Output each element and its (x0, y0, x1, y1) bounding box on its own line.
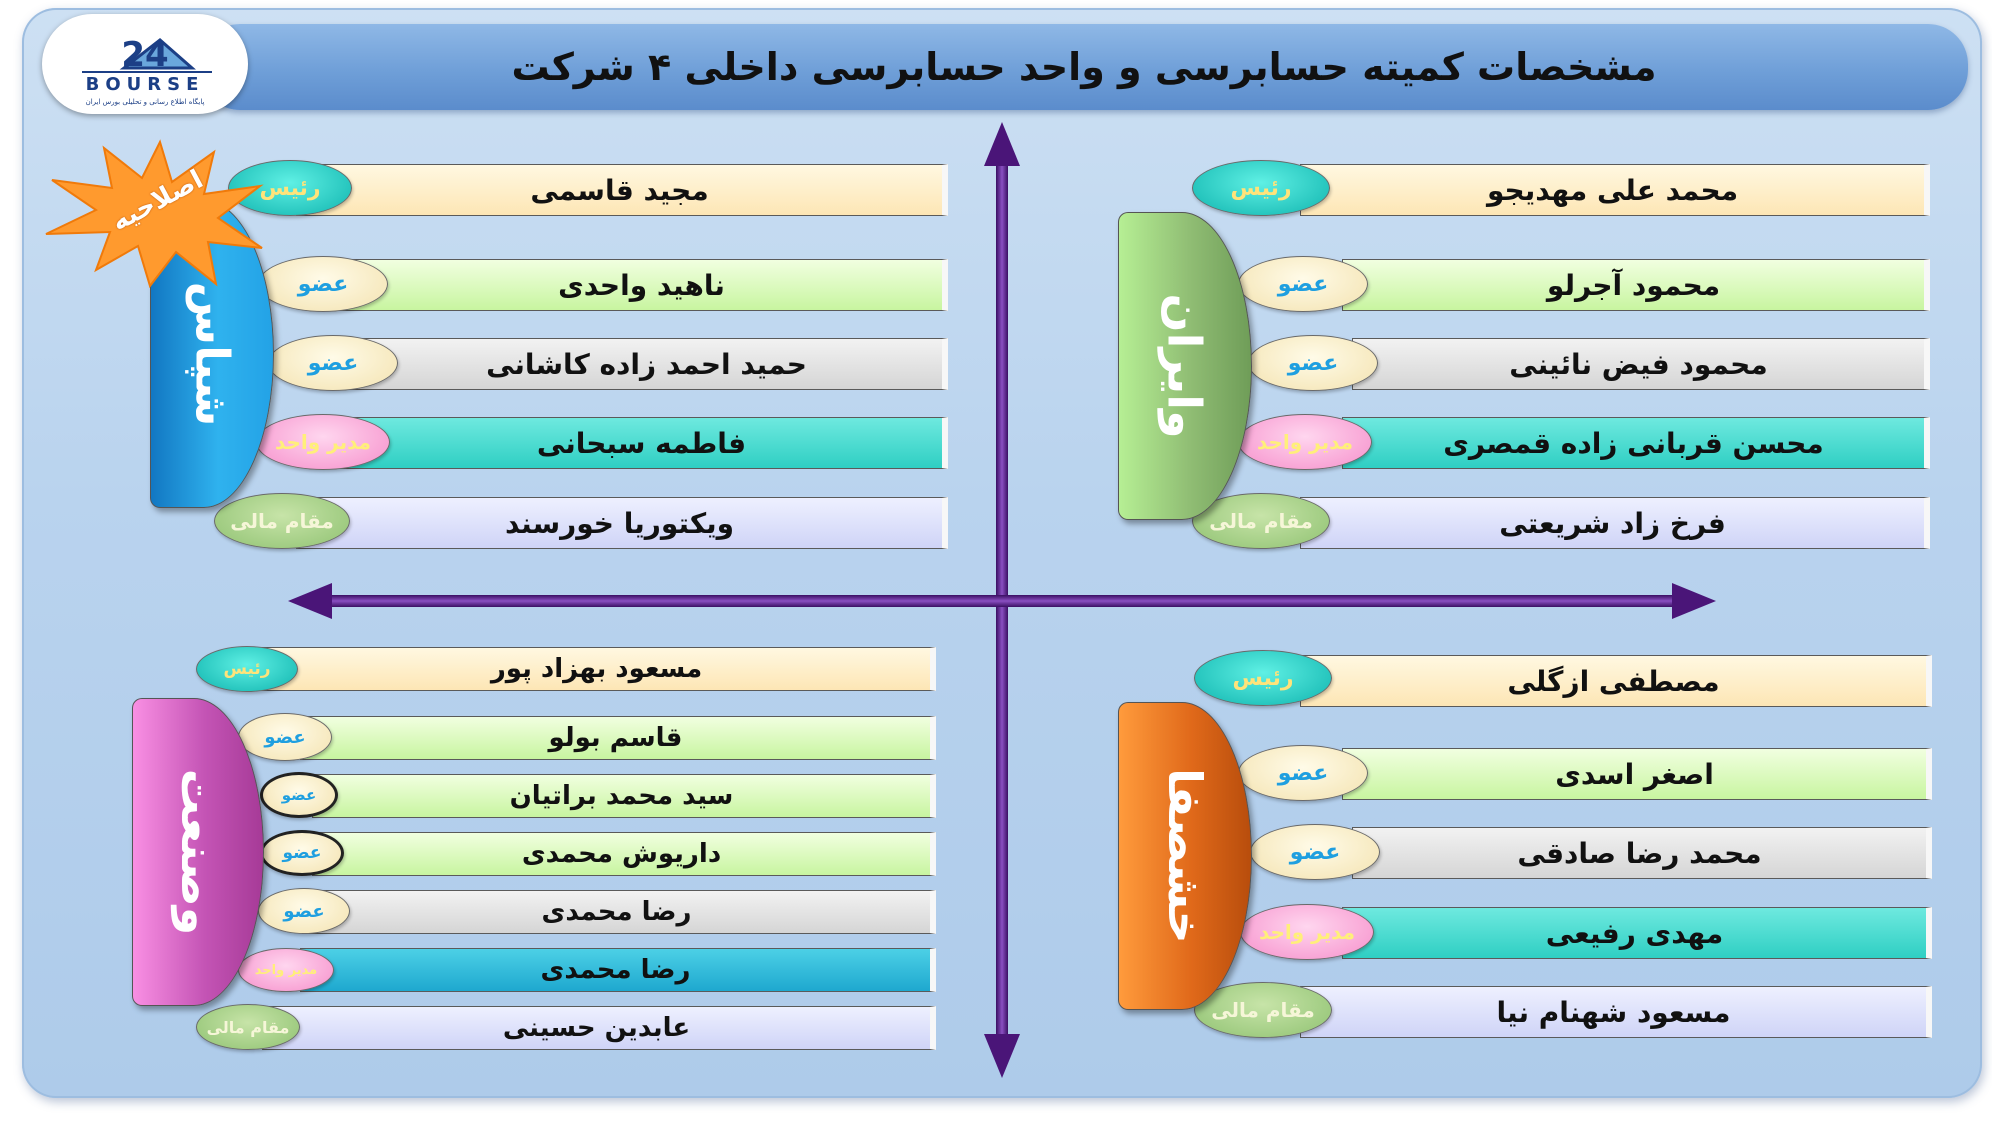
badge-member3-vsanat: عضو (260, 830, 344, 876)
row-member2-shapas: حمید احمد زاده کاشانی (350, 338, 948, 390)
row-manager-khashsafa: مهدی رفیعی (1342, 907, 1932, 959)
title-banner: مشخصات کمیته حسابرسی و واحد حسابرسی داخل… (200, 24, 1968, 110)
row-member1-khashsafa: اصغر اسدی (1342, 748, 1932, 800)
row-member1-shapas: ناهید واحدی (340, 259, 948, 311)
burst-star-icon (45, 139, 264, 289)
logo-mark-icon: 24 (82, 35, 212, 75)
badge-chair-khashsafa: رئیس (1194, 650, 1332, 706)
row-member2-vairan: محمود فیض نائینی (1352, 338, 1930, 390)
page-title: مشخصات کمیته حسابرسی و واحد حسابرسی داخل… (511, 45, 1657, 89)
company-name-vsanat: وصنعت (171, 768, 226, 936)
badge-manager-vairan: مدیر واحد (1238, 414, 1372, 470)
logo-wordmark: BOURSE (85, 74, 205, 95)
row-manager-vsanat: رضا محمدی (300, 948, 936, 992)
company-name-khashsafa: خشصفا (1158, 768, 1213, 944)
badge-member4-vsanat: عضو (258, 888, 350, 934)
company-tab-vairan[interactable]: وایران (1118, 212, 1252, 520)
row-member3-vsanat: داریوش محمدی (312, 832, 936, 876)
row-chair-shapas: مجید قاسمی (296, 164, 948, 216)
row-member2-khashsafa: محمد رضا صادقی (1352, 827, 1932, 879)
company-tab-khashsafa[interactable]: خشصفا (1118, 702, 1252, 1010)
logo-tagline: پایگاه اطلاع رسانی و تحلیلی بورس ایران (85, 98, 205, 106)
badge-cfo-shapas: مقام مالی (214, 493, 350, 549)
row-member4-vsanat: رضا محمدی (302, 890, 936, 934)
row-cfo-khashsafa: مسعود شهنام نیا (1300, 986, 1932, 1038)
amendment-burst: اصلاحیه (38, 138, 268, 289)
company-name-shapas: شپاس (185, 281, 240, 427)
badge-chair-vsanat: رئیس (196, 646, 298, 692)
bourse24-logo: 24 BOURSE پایگاه اطلاع رسانی و تحلیلی بو… (42, 14, 248, 114)
row-chair-vsanat: مسعود بهزاد پور (262, 647, 936, 691)
badge-manager-khashsafa: مدیر واحد (1240, 904, 1374, 960)
row-member2-vsanat: سید محمد براتیان (312, 774, 936, 818)
badge-chair-vairan: رئیس (1192, 160, 1330, 216)
badge-member1-shapas: عضو (258, 256, 388, 312)
row-chair-vairan: محمد علی مهدیجو (1300, 164, 1930, 216)
row-manager-vairan: محسن قربانی زاده قمصری (1342, 417, 1930, 469)
badge-cfo-vsanat: مقام مالی (196, 1004, 300, 1050)
badge-member1-khashsafa: عضو (1238, 745, 1368, 801)
row-cfo-vairan: فرخ زاد شریعتی (1300, 497, 1930, 549)
badge-cfo-vairan: مقام مالی (1192, 493, 1330, 549)
badge-member2-khashsafa: عضو (1250, 824, 1380, 880)
company-name-vairan: وایران (1158, 293, 1212, 439)
badge-manager-vsanat: مدیر واحد (238, 948, 334, 992)
company-tab-vsanat[interactable]: وصنعت (132, 698, 264, 1006)
badge-member2-shapas: عضو (268, 335, 398, 391)
horizontal-axis-arrow (288, 583, 1716, 619)
row-member1-vsanat: قاسم بولو (300, 716, 936, 760)
row-manager-shapas: فاطمه سبحانی (340, 417, 948, 469)
badge-member2-vsanat: عضو (260, 772, 338, 818)
badge-manager-shapas: مدیر واحد (256, 414, 390, 470)
row-cfo-vsanat: عابدین حسینی (262, 1006, 936, 1050)
logo-number: 24 (121, 35, 168, 75)
badge-member1-vairan: عضو (1238, 256, 1368, 312)
badge-member1-vsanat: عضو (238, 713, 332, 761)
row-cfo-shapas: ویکتوریا خورسند (296, 497, 948, 549)
badge-member2-vairan: عضو (1248, 335, 1378, 391)
badge-cfo-khashsafa: مقام مالی (1194, 982, 1332, 1038)
row-chair-khashsafa: مصطفی ازگلی (1300, 655, 1932, 707)
row-member1-vairan: محمود آجرلو (1342, 259, 1930, 311)
